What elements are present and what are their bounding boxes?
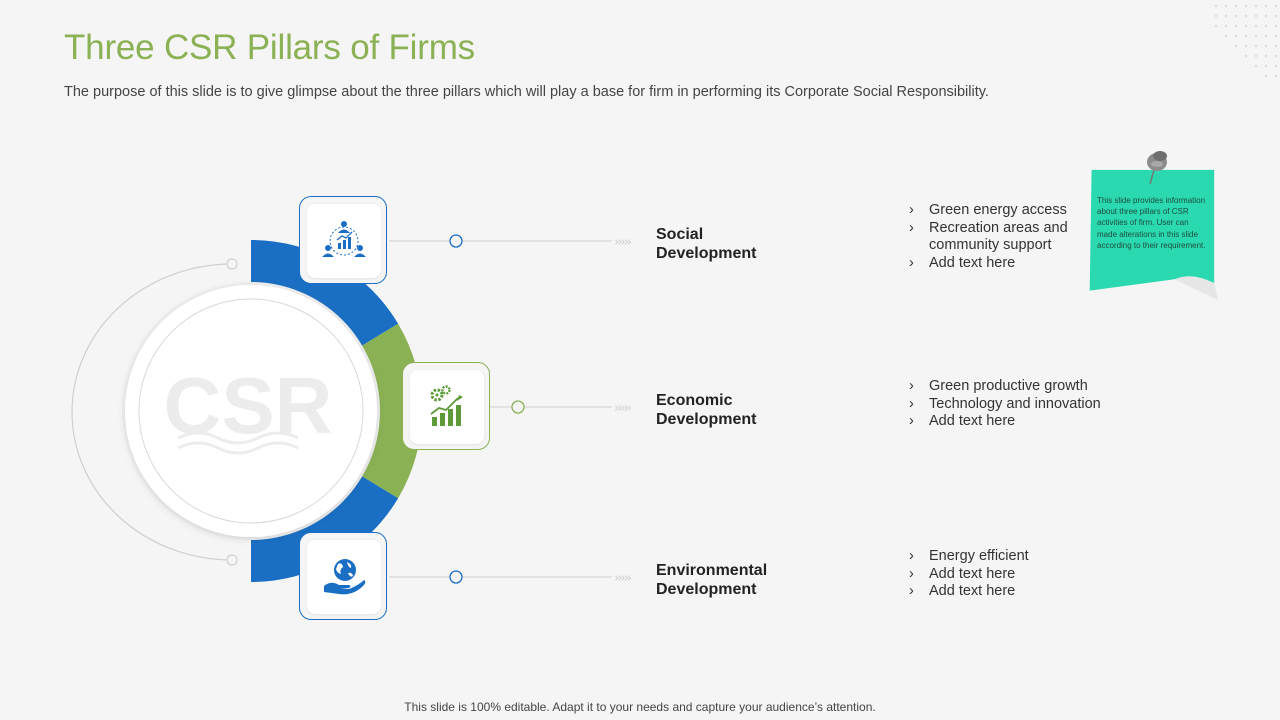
- arc-end-dot-top: [226, 258, 238, 270]
- sticky-note-text: This slide provides information about th…: [1097, 196, 1206, 250]
- center-disc: [125, 285, 377, 537]
- list-item: Technology and innovation: [909, 396, 1129, 414]
- dot-grid-decoration: [1214, 4, 1278, 78]
- connector-dot-economic: [511, 400, 525, 414]
- pillar-label-economic: Economic Development: [656, 392, 757, 428]
- slide-subtitle: The purpose of this slide is to give gli…: [64, 84, 989, 100]
- globe-in-hand-icon: [324, 559, 366, 595]
- slide-title: Three CSR Pillars of Firms: [64, 28, 475, 67]
- icon-box-environmental: [299, 532, 387, 620]
- sticky-note: [1089, 169, 1218, 300]
- gears-growth-chart-icon: [430, 385, 463, 426]
- list-item: Add text here: [909, 413, 1129, 431]
- watermark-wave-1: [177, 431, 299, 445]
- push-pin-icon: [1147, 151, 1167, 185]
- people-network-icon: [322, 221, 366, 257]
- list-item: Energy efficient: [909, 548, 1109, 566]
- icon-box-economic: [402, 362, 490, 450]
- pillar-label-social: Social Development: [656, 226, 757, 262]
- csr-watermark: CSR: [164, 361, 333, 450]
- connector-dot-social: [449, 234, 463, 248]
- connector-dot-environmental: [449, 570, 463, 584]
- list-item: Green energy access: [909, 202, 1084, 220]
- ring-segment-social: [251, 239, 399, 347]
- watermark-wave-2: [177, 441, 299, 455]
- slide-footer: This slide is 100% editable. Adapt it to…: [404, 700, 876, 714]
- icon-box-social: [299, 196, 387, 284]
- center-inner-ring: [138, 298, 364, 524]
- ring-segment-environmental: [251, 475, 399, 582]
- chevrons-economic: ›››››: [614, 401, 632, 416]
- list-item: Add text here: [909, 583, 1109, 601]
- chevrons-environmental: ›››››: [614, 571, 632, 586]
- outer-arc: [71, 263, 233, 561]
- list-item: Green productive growth: [909, 378, 1129, 396]
- pillar-label-environmental: Environmental Development: [656, 562, 768, 598]
- list-item: Recreation areas and community support: [909, 220, 1084, 255]
- bullet-list-economic: Green productive growth Technology and i…: [909, 378, 1129, 431]
- chevrons-social: ›››››: [614, 235, 632, 250]
- list-item: Add text here: [909, 255, 1084, 273]
- arc-end-dot-bottom: [226, 554, 238, 566]
- bullet-list-social: Green energy access Recreation areas and…: [909, 202, 1084, 272]
- bullet-list-environmental: Energy efficient Add text here Add text …: [909, 548, 1109, 601]
- list-item: Add text here: [909, 566, 1109, 584]
